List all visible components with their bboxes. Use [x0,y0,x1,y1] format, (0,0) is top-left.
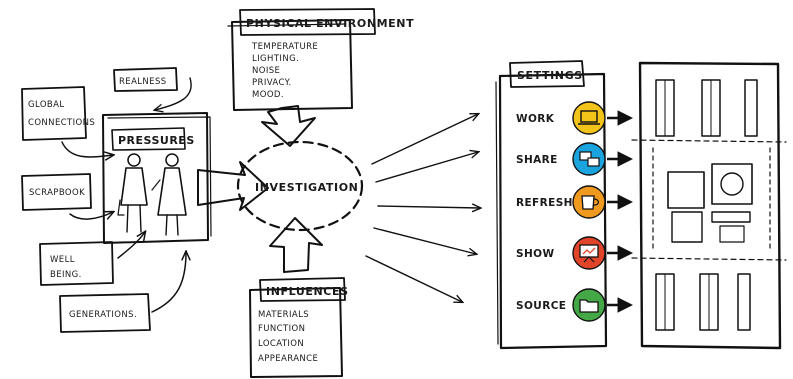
physical-item-2: LIGHTING. [252,54,299,64]
generations-label: GENERATIONS. [69,310,137,320]
influences-group: INFLUENCES MATERIALS FUNCTION LOCATION A… [249,217,349,378]
floor-plan [631,61,787,350]
global-label-line1: GLOBAL [28,100,65,110]
influences-item-1: MATERIALS [258,310,309,320]
physical-item-4: PRIVACY. [252,78,292,88]
wellbeing-label-line2: BEING. [50,270,82,280]
influences-item-4: APPEARANCE [258,354,318,364]
setting-label: SHARE [516,154,558,166]
physical-item-3: NOISE [252,66,280,76]
influences-item-2: FUNCTION [258,324,305,334]
setting-label: REFRESH [516,197,573,209]
presentation-board-icon [579,244,599,263]
investigation-node: INVESTIGATION [236,140,364,232]
setting-row-work: WORK [516,101,634,135]
generations-box: GENERATIONS. [59,252,186,333]
laptop-icon [578,110,600,125]
pressures-cluster: PRESSURES REALNESS GLOBAL CONNECTIONS [21,67,269,333]
desk-cluster-top [655,79,758,137]
pressures-label: PRESSURES [118,134,195,147]
setting-row-share: SHARE [516,142,634,176]
desk-cluster-bottom [655,273,751,331]
setting-label: SHOW [516,248,554,260]
physical-environment-title: PHYSICAL ENVIRONMENT [246,17,414,30]
physical-item-1: TEMPERATURE [251,42,318,52]
physical-item-5: MOOD. [252,90,284,100]
setting-row-refresh: REFRESH [516,185,634,219]
influences-item-3: LOCATION [258,339,304,349]
setting-label: WORK [516,113,555,125]
pressures-label-box: PRESSURES [111,127,195,151]
realness-label: REALNESS [119,77,167,87]
global-label-line2: CONNECTIONS [28,118,95,128]
setting-row-show: SHOW [516,236,634,270]
wellbeing-label-line1: WELL [50,255,75,265]
people-figures-icon [117,153,187,236]
lounge-area [667,163,753,243]
setting-color-circle [572,101,606,135]
settings-title: SETTINGS [517,69,583,82]
investigation-label: INVESTIGATION [255,181,359,194]
physical-environment-group: PHYSICAL ENVIRONMENT TEMPERATURE LIGHTIN… [227,8,414,147]
scrapbook-label: SCRAPBOOK [29,188,85,198]
settings-panel: SETTINGS WORK SHARE REFRESH SHOW SOURCE [495,60,634,350]
influences-title: INFLUENCES [266,285,349,298]
setting-row-source: SOURCE [516,288,634,322]
global-connections-box: GLOBAL CONNECTIONS [21,86,113,157]
setting-label: SOURCE [516,300,566,312]
realness-box: REALNESS [113,67,192,110]
scrapbook-box: SCRAPBOOK [21,173,113,219]
coffee-cup-icon [581,195,599,210]
radiating-arrows [365,114,480,302]
chat-bubbles-icon [579,151,600,167]
wellbeing-box: WELL BEING. [39,232,145,286]
folder-icon [579,299,599,313]
